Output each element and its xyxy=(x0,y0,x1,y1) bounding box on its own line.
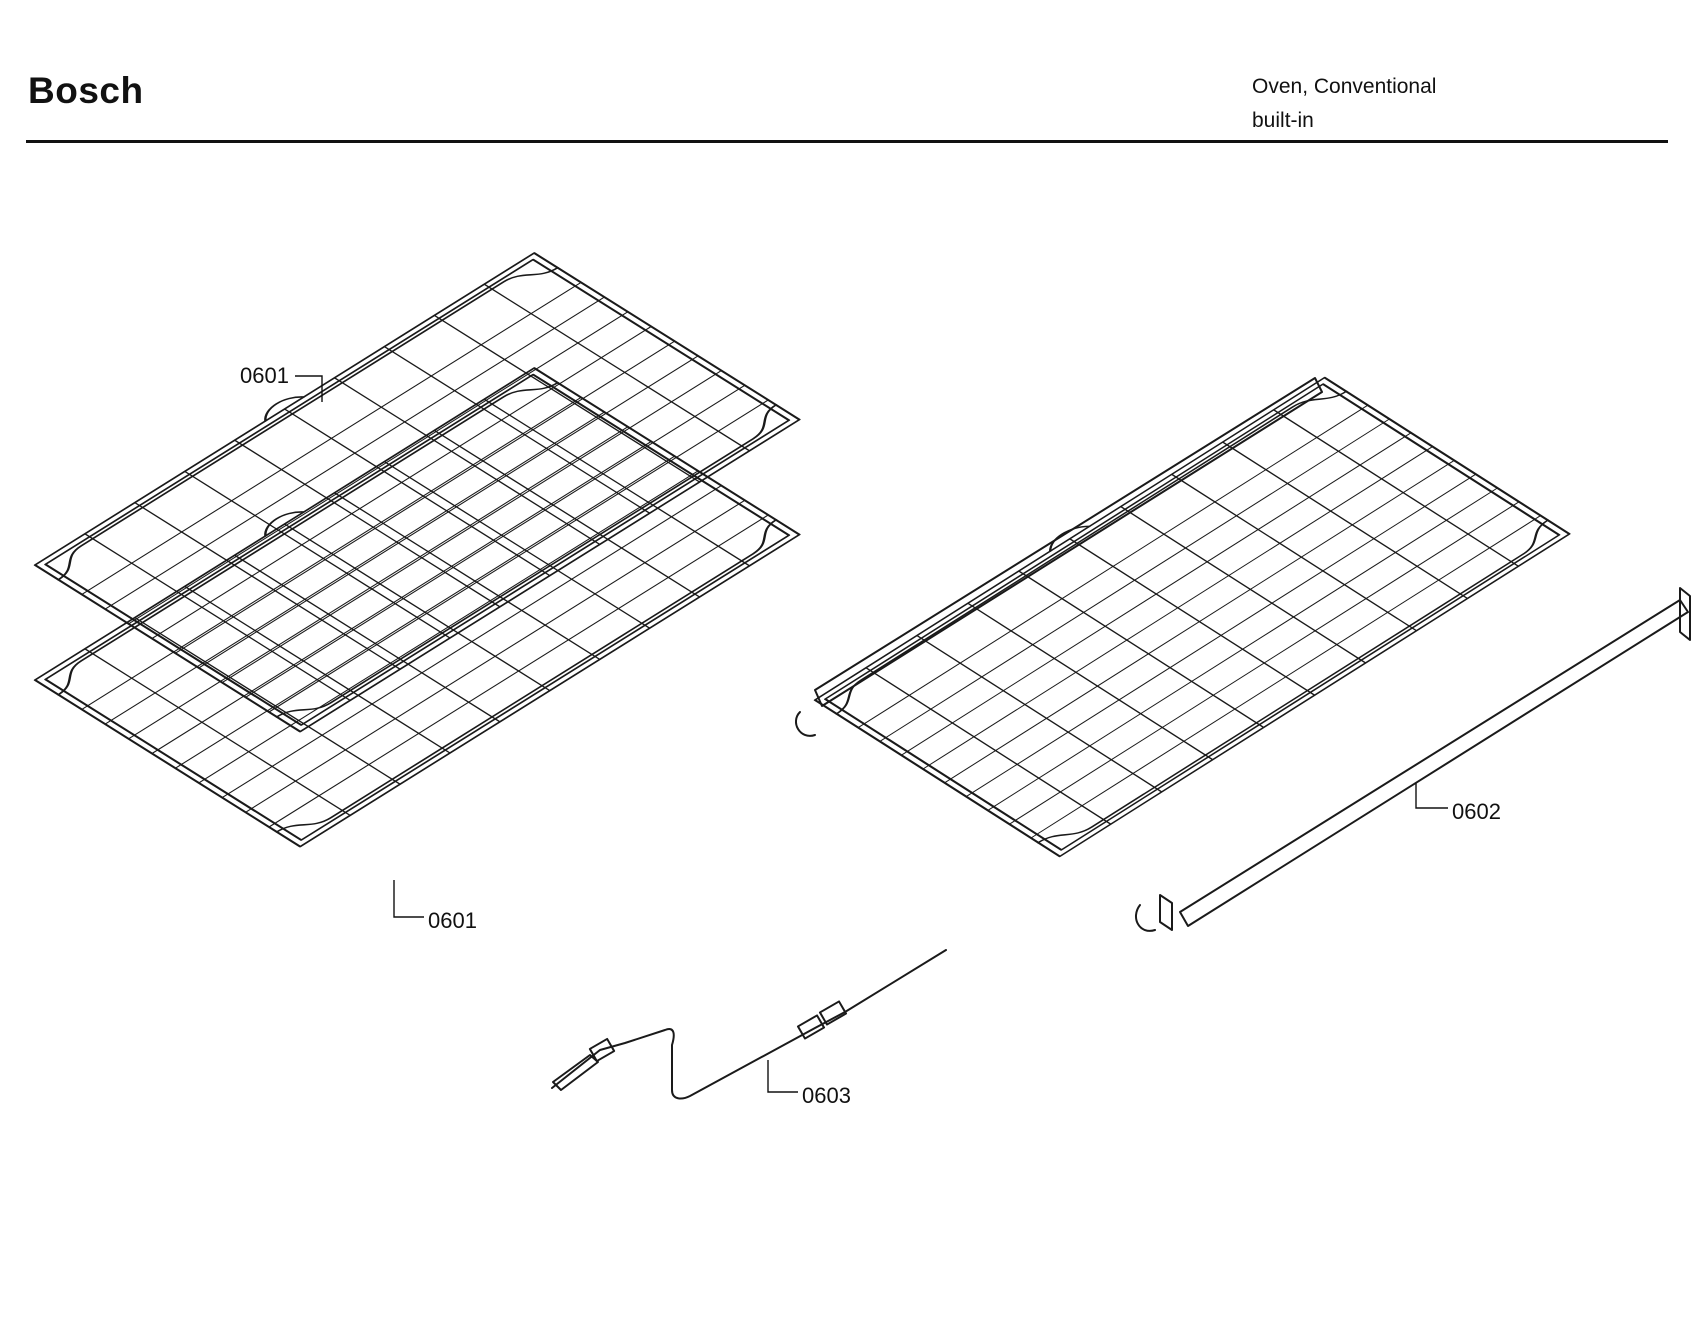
callout-0602: 0602 xyxy=(1452,799,1501,824)
callout-0601-upper: 0601 xyxy=(240,363,289,388)
callout-0601-lower: 0601 xyxy=(428,908,477,933)
product-type: Oven, Conventional xyxy=(1252,75,1437,98)
oven-rack-upper xyxy=(25,246,801,733)
callout-0603: 0603 xyxy=(802,1083,851,1108)
oven-rack-lower xyxy=(25,361,801,848)
product-description: Oven, Conventional built-in xyxy=(1252,70,1436,138)
product-subtype: built-in xyxy=(1252,109,1314,132)
meat-probe xyxy=(551,949,947,1100)
brand-name: Bosch xyxy=(28,70,144,111)
callout-leaders xyxy=(295,375,1448,1093)
telescopic-rack xyxy=(806,371,1571,858)
telescopic-slide-rails xyxy=(795,377,1691,932)
header-divider xyxy=(26,140,1668,143)
